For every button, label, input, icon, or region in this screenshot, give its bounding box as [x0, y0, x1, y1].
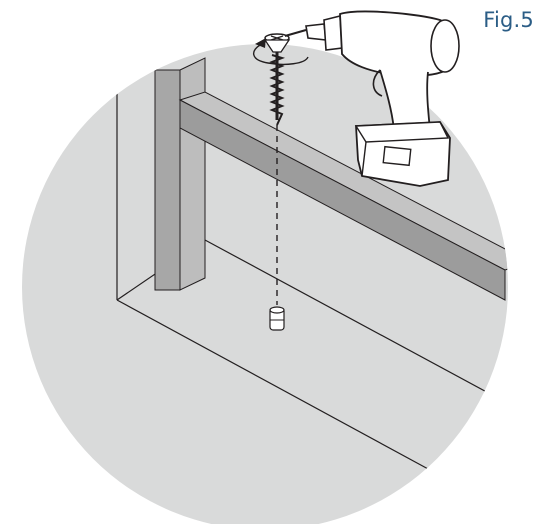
vertical-post-front — [154, 69, 181, 291]
window-frame-scene — [116, 57, 508, 471]
background-circle — [22, 44, 508, 524]
cordless-drill-icon — [284, 10, 460, 187]
figure-label: Fig.5 — [483, 8, 534, 32]
wall-plug-icon — [269, 306, 285, 331]
recess-edge-bottom — [116, 299, 431, 471]
rail-front-face — [179, 99, 506, 301]
wood-screw-icon — [263, 33, 291, 126]
recess-edge-back — [204, 239, 508, 411]
clockwise-rotation-arrow-icon — [253, 38, 309, 66]
